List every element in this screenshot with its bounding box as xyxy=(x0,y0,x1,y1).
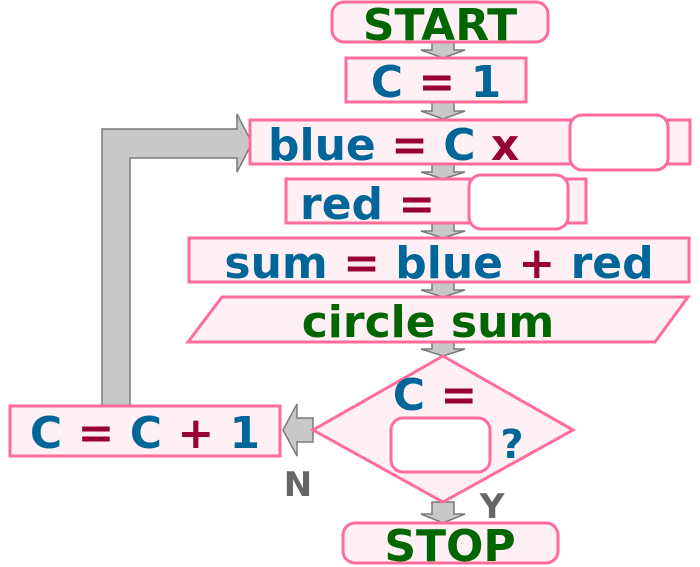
decision-value-input[interactable] xyxy=(389,416,492,474)
loop-back-arrow xyxy=(101,113,253,407)
stop-terminal xyxy=(341,521,560,565)
start-label: START xyxy=(363,0,517,51)
init-label: C = 1 xyxy=(371,57,501,108)
red-value-input[interactable] xyxy=(467,173,570,231)
sum-process xyxy=(187,236,691,284)
start-terminal xyxy=(330,0,550,44)
increment-process xyxy=(8,404,282,458)
sum-label: sum = blue + red xyxy=(224,238,653,289)
init-process xyxy=(344,56,528,104)
no-label: N xyxy=(284,465,312,505)
yes-label: Y xyxy=(479,487,505,527)
left-arrow xyxy=(282,403,314,457)
down-arrow xyxy=(420,501,466,524)
stop-label: STOP xyxy=(384,521,515,567)
blue-multiplier-input[interactable] xyxy=(568,113,670,172)
decision-label: C = xyxy=(393,370,478,421)
flow-arrows xyxy=(282,41,466,524)
increment-label: C = C + 1 xyxy=(30,408,260,459)
red-label: red = xyxy=(300,179,435,230)
decision-question-mark: ? xyxy=(500,422,523,468)
output-io xyxy=(184,295,691,344)
output-label: circle sum xyxy=(302,297,555,348)
blue-label: blue = C x xyxy=(268,120,519,171)
